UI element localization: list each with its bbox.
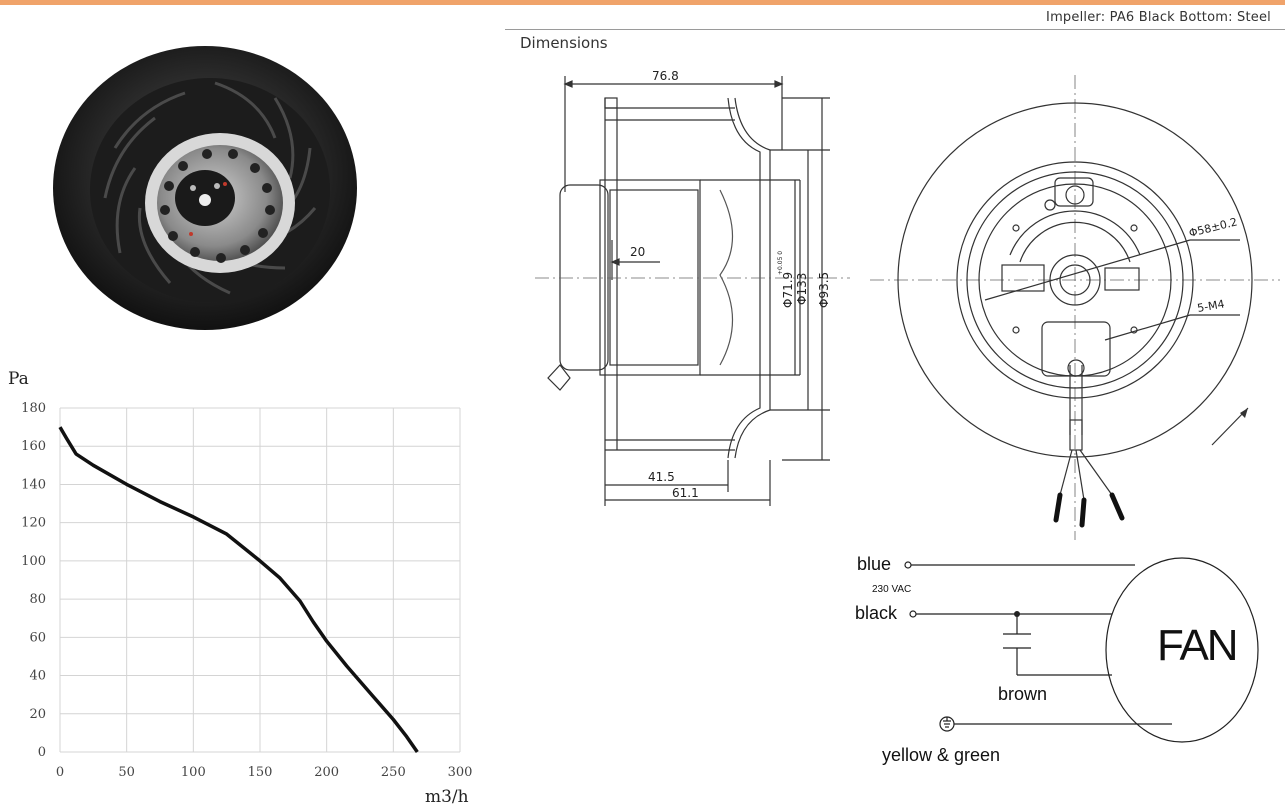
x-tick-label: 150 [248, 765, 273, 780]
chart-ticks: 0 50 100 150 200 250 300 0 20 40 60 80 100 120 140 160 1… [21, 401, 472, 780]
y-tick-label: 160 [21, 439, 46, 454]
dim-phi-58: Φ58±0.2 [1188, 215, 1239, 240]
chart-grid [59, 407, 461, 753]
dim-phi-71-tolerance: +0.05 0 [777, 251, 784, 275]
dim-phi-93: Φ93.5 [817, 272, 831, 308]
x-tick-label: 50 [118, 765, 135, 780]
hub-bore [1049, 254, 1101, 306]
dim-flange-41: 41.5 [648, 470, 675, 484]
motor-housing [559, 184, 609, 371]
dim-flange-61: 61.1 [672, 486, 699, 500]
y-tick-label: 20 [29, 707, 46, 722]
y-tick-label: 100 [21, 554, 46, 569]
motor-vents [160, 149, 275, 263]
fan-product-photo [53, 46, 357, 330]
y-tick-label: 0 [38, 745, 46, 760]
dim-screws: 5-M4 [1196, 297, 1225, 315]
wire-label-earth: yellow & green [882, 745, 1001, 765]
y-tick-label: 120 [21, 516, 46, 531]
wire-label-brown: brown [998, 684, 1048, 704]
x-tick-label: 100 [181, 765, 206, 780]
side-view-drawing: 76.8 20 41.5 61.1 Φ71.9 +0.05 0 Φ133 Φ93… [535, 69, 850, 506]
top-accent-bar [0, 0, 1285, 5]
y-tick-label: 60 [29, 630, 46, 645]
dim-phi-71: Φ71.9 [781, 272, 795, 308]
voltage-label: 230 VAC [872, 584, 912, 595]
pressure-flow-curve [58, 426, 419, 753]
wire-label-blue: blue [857, 554, 892, 574]
fan-label: FAN [1157, 621, 1239, 670]
x-tick-label: 0 [56, 765, 64, 780]
x-axis-label: m3/h [425, 787, 469, 807]
material-note: Impeller: PA6 Black Bottom: Steel [1046, 10, 1271, 25]
x-tick-label: 250 [381, 765, 406, 780]
dim-phi-133: Φ133 [795, 273, 809, 305]
y-tick-label: 80 [29, 592, 46, 607]
y-axis-label: Pa [8, 369, 29, 389]
header-divider [505, 29, 1285, 30]
wiring-diagram [904, 557, 1259, 743]
x-tick-label: 300 [448, 765, 473, 780]
outer-shroud-circle [897, 102, 1253, 458]
flange-top [604, 97, 618, 109]
cable-box [1041, 321, 1111, 377]
dim-overall-width: 76.8 [652, 69, 679, 83]
wire-label-black: black [855, 603, 898, 623]
x-tick-label: 200 [314, 765, 339, 780]
performance-chart: 0 50 100 150 200 250 300 0 20 40 60 80 100 120 140 160 1… [8, 369, 472, 807]
fan-motor-symbol [1105, 557, 1259, 743]
y-tick-label: 140 [21, 477, 46, 492]
front-view-drawing: Φ58±0.2 5-M4 [870, 75, 1280, 540]
dim-hub-depth: 20 [630, 245, 645, 259]
y-tick-label: 180 [21, 401, 46, 416]
y-tick-label: 40 [29, 669, 46, 684]
dimensions-title: Dimensions [520, 34, 608, 52]
